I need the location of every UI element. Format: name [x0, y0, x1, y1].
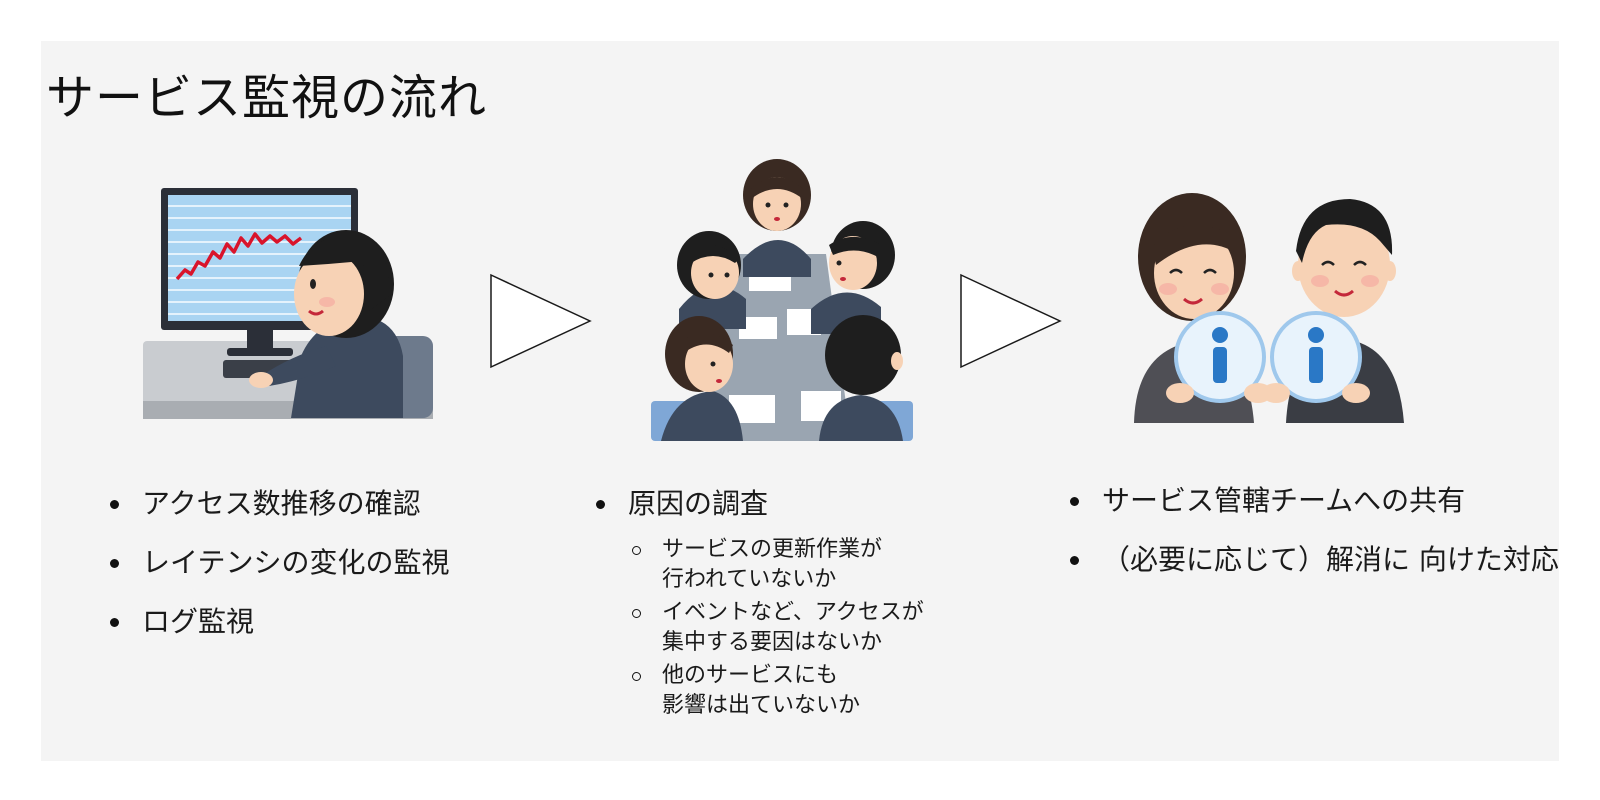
- bullet-text: アクセス数推移の確認: [142, 487, 421, 520]
- sub-bullet-item: サービスの更新作業が 行われていないか: [628, 535, 924, 595]
- sub-bullet-list: サービスの更新作業が 行われていないか イベントなど、アクセスが 集中する要因は…: [628, 535, 924, 721]
- person-monitoring-illustration: [143, 188, 433, 419]
- bullet-text: サービス管轄チームへの共有: [1102, 484, 1466, 517]
- sub-bullet-text: イベントなど、アクセスが 集中する要因はないか: [662, 600, 924, 655]
- bullet-text: 原因の調査: [628, 487, 769, 520]
- bullet-text: ログ監視: [142, 605, 255, 638]
- bullet-item: レイテンシの変化の監視: [106, 546, 449, 580]
- sub-bullet-text: サービスの更新作業が 行われていないか: [662, 537, 883, 592]
- slide: サービス監視の流れ: [41, 41, 1559, 761]
- slide-title: サービス監視の流れ: [46, 70, 488, 126]
- bullet-item: ログ監視: [106, 605, 449, 639]
- step2-bullet-list: 原因の調査 サービスの更新作業が 行われていないか イベントなど、アクセスが 集…: [592, 487, 924, 746]
- bullet-item: サービス管轄チームへの共有: [1066, 484, 1559, 518]
- sub-bullet-text: 他のサービスにも 影響は出ていないか: [662, 663, 861, 718]
- arrow-right-icon: [490, 273, 592, 369]
- bullet-item: 原因の調査 サービスの更新作業が 行われていないか イベントなど、アクセスが 集…: [592, 487, 924, 721]
- sub-bullet-item: 他のサービスにも 影響は出ていないか: [628, 661, 924, 721]
- bullet-text: レイテンシの変化の監視: [142, 546, 450, 579]
- step3-bullet-list: サービス管轄チームへの共有 （必要に応じて）解消に 向けた対応: [1066, 484, 1559, 602]
- information-sharing-illustration: [1134, 193, 1404, 423]
- meeting-illustration: [651, 159, 913, 441]
- step1-bullet-list: アクセス数推移の確認 レイテンシの変化の監視 ログ監視: [106, 487, 449, 664]
- arrow-right-icon: [960, 273, 1062, 369]
- bullet-item: （必要に応じて）解消に 向けた対応: [1066, 543, 1559, 577]
- bullet-item: アクセス数推移の確認: [106, 487, 449, 521]
- bullet-text: （必要に応じて）解消に 向けた対応: [1102, 543, 1559, 576]
- sub-bullet-item: イベントなど、アクセスが 集中する要因はないか: [628, 598, 924, 658]
